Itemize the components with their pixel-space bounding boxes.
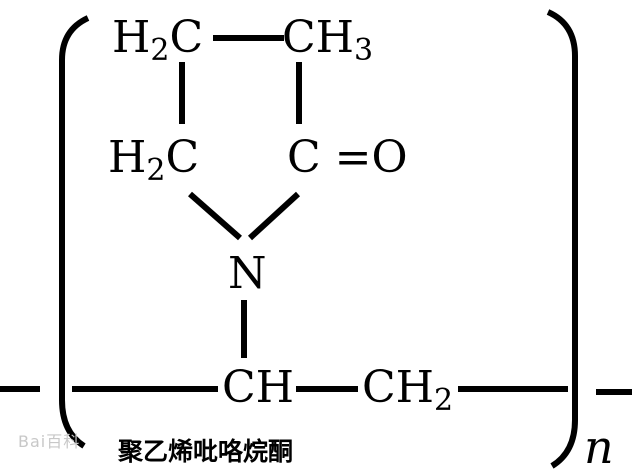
left-bracket <box>59 15 90 449</box>
right-bracket <box>546 9 578 469</box>
atom-ch3: CH3 <box>282 12 374 68</box>
atom-h2c-top: H2C <box>112 12 204 68</box>
atom-ch2: CH2 <box>362 362 454 418</box>
atom-nitrogen: N <box>228 248 267 299</box>
bond-h2c-n <box>188 191 242 241</box>
caption: 聚乙烯吡咯烷酮 <box>118 437 294 466</box>
bond-c-n <box>247 191 301 241</box>
repeat-unit-n: n <box>584 420 614 474</box>
watermark: Bai百科 <box>18 432 81 451</box>
atom-ch: CH <box>222 362 295 413</box>
atom-h2c-mid: H2C <box>108 132 200 188</box>
atom-carbonyl: C =O <box>287 132 408 183</box>
